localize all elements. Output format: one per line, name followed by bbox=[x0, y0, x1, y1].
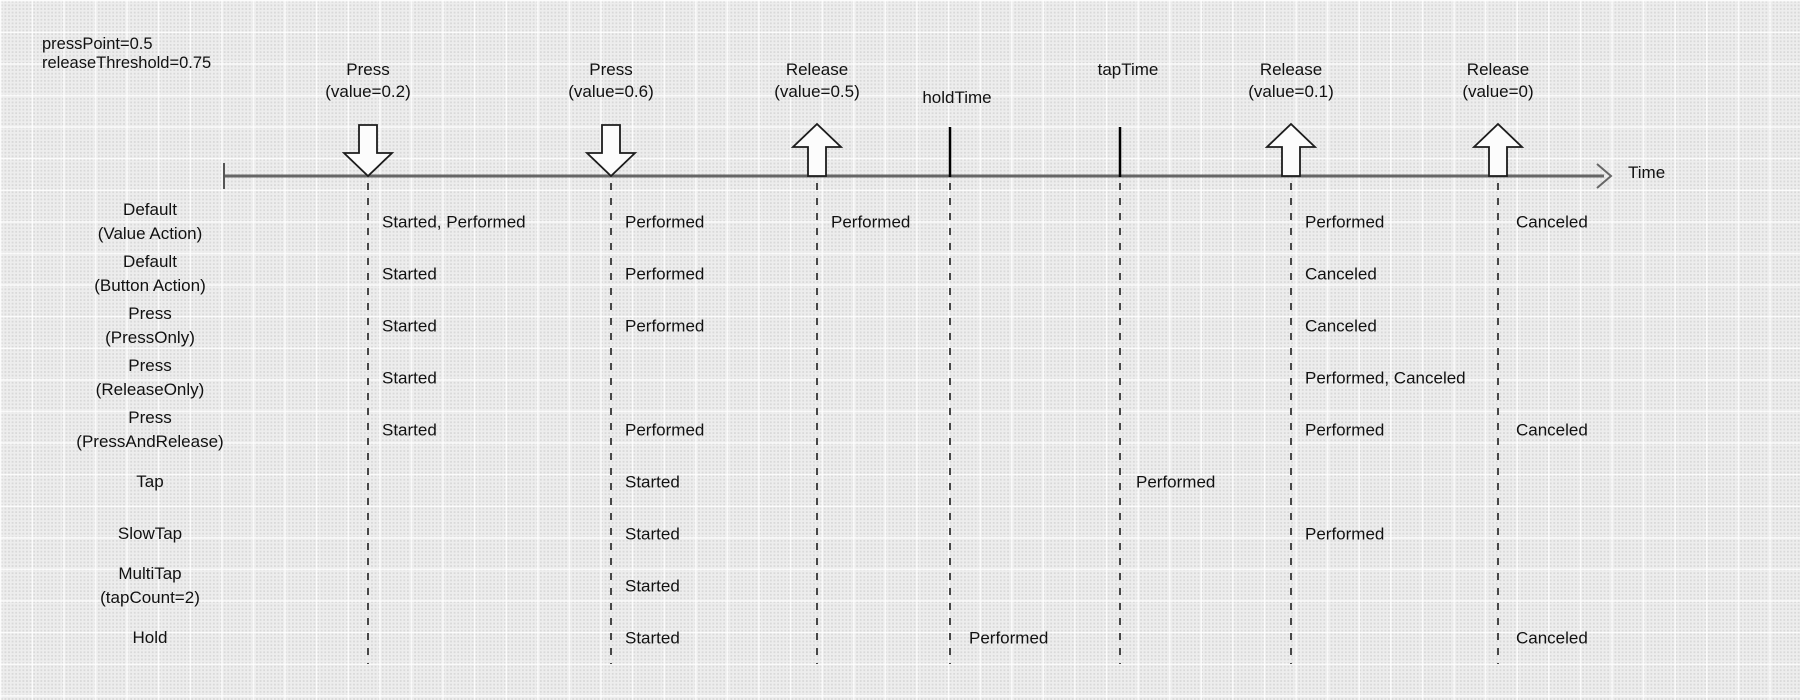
press-down-arrow-icon bbox=[584, 124, 638, 178]
state-text: Started bbox=[382, 368, 437, 388]
state-text: Started bbox=[625, 628, 680, 648]
event-label-line: Release bbox=[785, 60, 849, 79]
press-point-param: pressPoint=0.5 bbox=[42, 35, 153, 53]
state-text: Started bbox=[625, 524, 680, 544]
release-up-arrow-icon bbox=[1264, 122, 1318, 177]
event-label-line: Release bbox=[1466, 60, 1530, 79]
state-text: Performed bbox=[1305, 524, 1385, 544]
state-text: Performed bbox=[625, 212, 705, 232]
row-label-hold: Hold bbox=[132, 628, 168, 647]
state-text: Canceled bbox=[1305, 264, 1377, 284]
release-up-arrow-icon bbox=[1471, 122, 1525, 177]
time-axis-arrowhead-icon bbox=[1596, 163, 1613, 189]
time-axis-label: Time bbox=[1628, 163, 1666, 182]
press-down-arrow-icon bbox=[341, 124, 395, 178]
row-label-tap: Tap bbox=[136, 472, 164, 491]
event-label-release-0: Release (value=0) bbox=[1462, 59, 1533, 103]
row-label-press-releaseonly: Press(ReleaseOnly) bbox=[95, 356, 205, 399]
event-label-press-0-6: Press (value=0.6) bbox=[568, 59, 654, 103]
row-label-press-pressonly: Press(PressOnly) bbox=[105, 304, 195, 347]
state-text: Started bbox=[625, 576, 680, 596]
state-text: Started, Performed bbox=[382, 212, 526, 232]
row-label-default-value-action: Default(Value Action) bbox=[97, 200, 203, 243]
event-label-hold-time: holdTime bbox=[922, 87, 991, 109]
event-label-line: Release bbox=[1259, 60, 1323, 79]
state-text: Canceled bbox=[1516, 628, 1588, 648]
state-text: Performed bbox=[1305, 420, 1385, 440]
row-label-multitap: MultiTap(tapCount=2) bbox=[100, 564, 200, 607]
event-label-line: (value=0.2) bbox=[325, 82, 411, 101]
event-label-release-0-1: Release (value=0.1) bbox=[1248, 59, 1334, 103]
event-label-release-0-5: Release (value=0.5) bbox=[774, 59, 860, 103]
state-text: Started bbox=[382, 264, 437, 284]
state-text: Performed bbox=[969, 628, 1049, 648]
parameters-note: pressPoint=0.5 releaseThreshold=0.75 bbox=[42, 35, 211, 73]
event-label-press-0-2: Press (value=0.2) bbox=[325, 59, 411, 103]
row-label-slowtap: SlowTap bbox=[117, 524, 183, 543]
state-text: Performed, Canceled bbox=[1305, 368, 1466, 388]
state-text: Performed bbox=[1136, 472, 1216, 492]
event-label-tap-time: tapTime bbox=[1098, 59, 1159, 81]
state-text: Canceled bbox=[1516, 212, 1588, 232]
event-label-line: tapTime bbox=[1097, 60, 1159, 79]
release-threshold-param: releaseThreshold=0.75 bbox=[42, 54, 212, 72]
event-label-line: holdTime bbox=[922, 88, 992, 107]
row-label-default-button-action: Default(Button Action) bbox=[94, 252, 206, 295]
state-text: Started bbox=[382, 420, 437, 440]
state-text: Performed bbox=[1305, 212, 1385, 232]
state-text: Started bbox=[382, 316, 437, 336]
event-label-line: Press bbox=[589, 60, 633, 79]
state-text: Performed bbox=[831, 212, 911, 232]
event-label-line: Press bbox=[346, 60, 390, 79]
state-text: Canceled bbox=[1305, 316, 1377, 336]
state-text: Performed bbox=[625, 316, 705, 336]
event-label-line: (value=0.1) bbox=[1248, 82, 1334, 101]
state-text: Started bbox=[625, 472, 680, 492]
state-text: Canceled bbox=[1516, 420, 1588, 440]
event-label-line: (value=0.6) bbox=[568, 82, 654, 101]
event-label-line: (value=0) bbox=[1462, 82, 1534, 101]
state-text: Performed bbox=[625, 420, 705, 440]
row-label-press-pressandrelease: Press(PressAndRelease) bbox=[76, 408, 224, 451]
state-text: Performed bbox=[625, 264, 705, 284]
release-up-arrow-icon bbox=[790, 122, 844, 177]
event-label-line: (value=0.5) bbox=[774, 82, 860, 101]
